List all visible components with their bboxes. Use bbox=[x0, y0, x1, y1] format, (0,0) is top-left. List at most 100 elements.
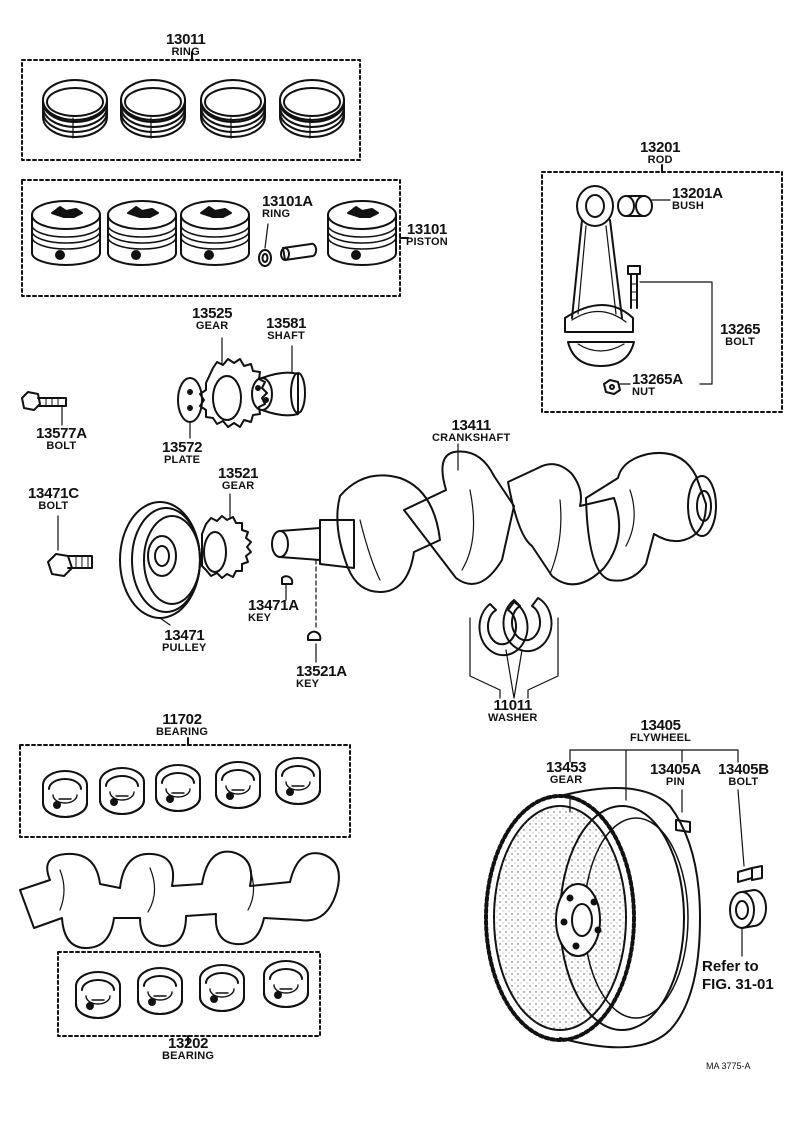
main-bearing-upper-5 bbox=[275, 757, 321, 805]
part-name: RING bbox=[171, 46, 200, 58]
part-number: 13011 bbox=[166, 31, 206, 48]
part-number: 13572 bbox=[162, 439, 203, 456]
piston-box bbox=[21, 179, 409, 297]
rod-bush bbox=[617, 195, 671, 217]
part-number: 13521 bbox=[218, 465, 259, 482]
part-name: PLATE bbox=[163, 454, 201, 466]
part-name: BUSH bbox=[672, 200, 704, 212]
part-number: 13265A bbox=[632, 371, 683, 388]
piston-ring-set-4 bbox=[279, 79, 345, 139]
figure-code: MA 3775-A bbox=[706, 1061, 751, 1071]
piston-ring-set-1 bbox=[42, 79, 108, 139]
piston-1 bbox=[31, 200, 101, 266]
part-name: FLYWHEEL bbox=[630, 732, 692, 744]
rod-bearing-box bbox=[57, 951, 321, 1045]
part-name: PISTON bbox=[406, 236, 448, 248]
label-13471: 13471 PULLEY bbox=[162, 628, 207, 654]
label-13581: 13581 SHAFT bbox=[266, 315, 307, 342]
part-name: BOLT bbox=[725, 336, 756, 348]
part-name: NUT bbox=[632, 386, 656, 398]
part-number: 13265 bbox=[720, 321, 761, 338]
bolt-13577A bbox=[21, 391, 67, 426]
part-number: 13471C bbox=[28, 485, 79, 502]
label-11011: 11011 WASHER bbox=[488, 698, 537, 724]
part-number: 13521A bbox=[296, 663, 347, 680]
part-number: 13405A bbox=[650, 761, 701, 778]
label-13405B: 13405B BOLT bbox=[718, 762, 769, 788]
part-name: SHAFT bbox=[267, 330, 305, 342]
key-13521A bbox=[307, 559, 322, 663]
flywheel-leaders bbox=[569, 749, 745, 867]
label-13577A: 13577A BOLT bbox=[36, 426, 87, 452]
part-name: BEARING bbox=[162, 1050, 215, 1062]
label-13101A: 13101A RING bbox=[262, 194, 313, 220]
part-number: 13471A bbox=[248, 597, 299, 614]
part-name: WASHER bbox=[488, 712, 538, 724]
crank-pulley bbox=[119, 501, 201, 626]
part-number: 13471 bbox=[164, 627, 205, 644]
piston-ring-set-2 bbox=[120, 79, 186, 139]
part-name: BOLT bbox=[38, 500, 69, 512]
part-number: 13101A bbox=[262, 193, 313, 210]
label-13405: 13405 FLYWHEEL bbox=[630, 718, 691, 744]
part-name: GEAR bbox=[549, 774, 583, 786]
part-number: 13405 bbox=[640, 717, 681, 734]
reference-line-1: Refer to bbox=[702, 958, 759, 975]
part-name: PIN bbox=[665, 776, 685, 788]
part-number: 13202 bbox=[167, 1035, 209, 1052]
part-number: 13411 bbox=[451, 417, 492, 434]
thrust-washers bbox=[469, 597, 559, 699]
part-number: 13577A bbox=[36, 425, 87, 442]
main-bearing-upper-box bbox=[19, 737, 351, 838]
reference-line-2: FIG. 31-01 bbox=[702, 976, 774, 993]
flywheel-pin bbox=[675, 819, 691, 833]
part-name: BOLT bbox=[46, 440, 77, 452]
main-bearing-upper-3 bbox=[155, 764, 201, 812]
part-name: BOLT bbox=[728, 776, 759, 788]
crankshaft-silhouette bbox=[19, 850, 340, 949]
main-bearing-upper-2 bbox=[99, 767, 145, 815]
crank-timing-gear bbox=[201, 493, 252, 579]
label-13405A: 13405A PIN bbox=[650, 762, 701, 788]
rod-bearing-4 bbox=[263, 960, 309, 1008]
connecting-rod bbox=[564, 185, 635, 367]
part-name: BEARING bbox=[156, 726, 209, 738]
rod-bearing-2 bbox=[137, 967, 183, 1015]
part-name: ROD bbox=[647, 154, 673, 166]
label-13101: 13101 PISTON bbox=[406, 222, 448, 248]
label-13265: 13265 BOLT bbox=[720, 321, 761, 348]
label-13521: 13521 GEAR bbox=[218, 465, 259, 492]
bolt-13471C bbox=[47, 515, 93, 577]
piston-2 bbox=[107, 200, 177, 266]
part-number: 13581 bbox=[266, 315, 307, 332]
part-number: 13525 bbox=[192, 305, 233, 322]
flywheel bbox=[484, 787, 701, 1049]
rod-nut bbox=[603, 379, 631, 395]
label-13525: 13525 GEAR bbox=[192, 305, 233, 332]
part-number: 13101 bbox=[406, 221, 448, 238]
label-13201: 13201 ROD bbox=[640, 140, 681, 166]
pump-drive-gear bbox=[199, 337, 268, 428]
label-11702: 11702 BEARING bbox=[156, 712, 208, 738]
key-13471A bbox=[281, 575, 294, 601]
part-number: 13201A bbox=[672, 185, 723, 202]
label-13265A: 13265A NUT bbox=[632, 372, 683, 398]
part-name: GEAR bbox=[221, 480, 255, 492]
piston-pin bbox=[280, 242, 318, 261]
piston-3 bbox=[180, 200, 250, 266]
flywheel-bolt bbox=[737, 865, 763, 883]
part-number: 13405B bbox=[718, 761, 769, 778]
label-13011: 13011 RING bbox=[166, 31, 206, 58]
label-13201A: 13201A BUSH bbox=[672, 186, 723, 212]
ring-box bbox=[21, 51, 361, 161]
label-13572: 13572 PLATE bbox=[162, 439, 203, 466]
crankshaft bbox=[271, 443, 717, 593]
piston-ring-set-3 bbox=[200, 79, 266, 139]
rod-bolt bbox=[627, 265, 713, 385]
label-13453: 13453 GEAR bbox=[546, 760, 587, 786]
reference-note: Refer to FIG. 31-01 bbox=[702, 958, 774, 994]
label-13202: 13202 BEARING bbox=[162, 1036, 214, 1062]
rod-bearing-1 bbox=[75, 971, 121, 1019]
label-13521A: 13521A KEY bbox=[296, 664, 347, 690]
